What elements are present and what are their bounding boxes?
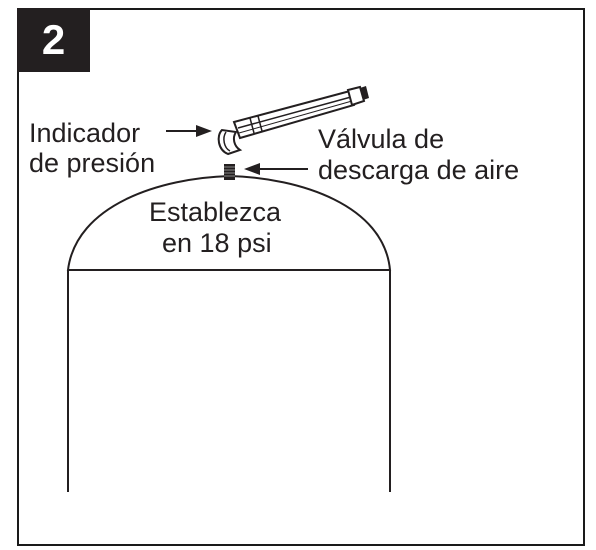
gauge-label-line2: de presión	[29, 148, 156, 178]
arrow-right-icon	[166, 125, 212, 137]
diagram-frame	[17, 8, 585, 546]
step-number-badge: 2	[17, 8, 90, 72]
pressure-gauge-icon	[217, 85, 369, 156]
gauge-label-line1: Indicador	[29, 118, 141, 148]
valve-label-line1: Válvula de	[318, 124, 445, 154]
instruction-line1: Establezca	[149, 197, 282, 227]
air-valve-icon	[224, 164, 235, 180]
instruction-line2: en 18 psi	[162, 228, 272, 258]
valve-label-line2: descarga de aire	[318, 155, 520, 185]
arrow-left-icon	[244, 163, 308, 175]
